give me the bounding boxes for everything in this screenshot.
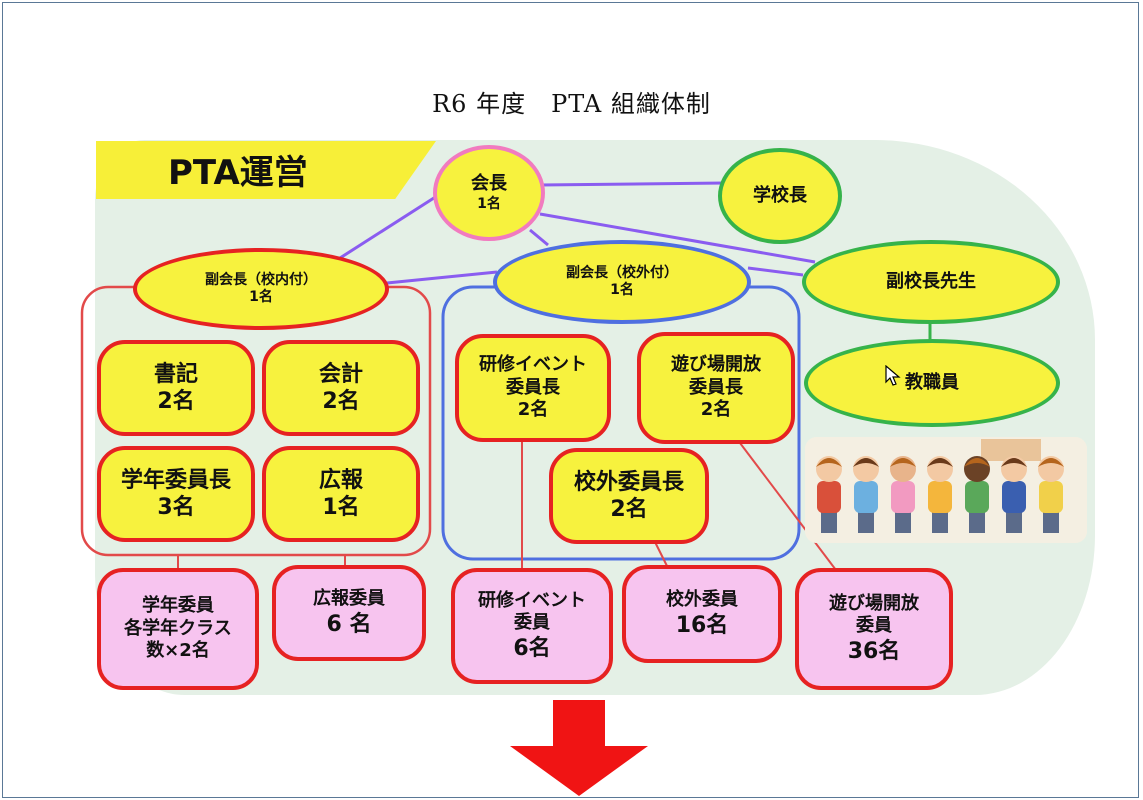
secretary-node: 書記 2名 [97,340,255,436]
link-president-vp-outer [529,228,549,247]
pr-count: 1名 [322,495,360,520]
pr-members-count: 6 名 [326,611,372,637]
child-figure [927,456,953,533]
vp-outer-count: 1名 [610,282,634,298]
grade-chair-count: 3名 [157,495,195,520]
outside-chair-count: 2名 [610,497,648,522]
pr-node: 広報 1名 [262,446,420,542]
vice-principal-label: 副校長先生 [886,270,976,292]
grade-members-count: 数×2名 [146,640,210,662]
child-figure [890,456,916,533]
link-vp-outer-vice-principal [747,266,804,277]
outside-members-node: 校外委員 16名 [622,565,782,663]
playground-members-label: 遊び場開放 [829,592,919,614]
treasurer-count: 2名 [322,389,360,414]
vp-outer-label: 副会長（校外付） [566,264,678,281]
vp-inner-node: 副会長（校内付） 1名 [133,248,389,330]
playground-members-count: 36名 [847,638,901,664]
grade-members-label: 学年委員 [142,595,214,617]
children-illustration [805,437,1087,543]
principal-label: 学校長 [753,184,807,206]
teachers-node: 教職員 [804,339,1060,427]
secretary-label: 書記 [153,361,198,387]
president-label: 会長 [471,173,507,194]
link-president-principal [539,181,726,187]
link-playground-members [739,442,846,583]
grade-chair-node: 学年委員長 3名 [97,446,255,542]
playground-members-label2: 委員 [856,615,892,637]
grade-chair-label: 学年委員長 [120,467,231,493]
link-president-vice-principal [539,212,816,264]
child-figure [816,456,842,533]
vp-inner-label: 副会長（校内付） [205,271,317,288]
pr-members-node: 広報委員 6 名 [272,565,426,661]
vice-principal-node: 副校長先生 [802,240,1060,324]
mouse-cursor-icon [885,365,901,386]
vp-outer-node: 副会長（校外付） 1名 [493,240,751,324]
page-title: R6 年度 PTA 組織体制 [432,90,711,118]
outside-chair-node: 校外委員長 2名 [549,448,709,544]
treasurer-label: 会計 [318,361,363,387]
playground-members-node: 遊び場開放 委員 36名 [795,568,953,690]
training-chair-node: 研修イベント 委員長 2名 [455,334,611,442]
training-chair-label2: 委員長 [506,376,560,398]
child-figure [1038,456,1064,533]
training-members-count: 6名 [513,635,551,661]
grade-members-node: 学年委員 各学年クラス 数×2名 [97,568,259,690]
pr-label: 広報 [318,467,363,493]
training-members-node: 研修イベント 委員 6名 [451,568,613,684]
link-vp-inner-vp-outer [386,270,498,285]
president-count: 1名 [477,195,501,212]
teachers-label: 教職員 [905,371,959,393]
principal-node: 学校長 [718,148,842,244]
playground-chair-label2: 委員長 [689,376,743,398]
training-chair-label: 研修イベント [479,354,587,376]
training-members-label2: 委員 [514,612,550,634]
playground-chair-count: 2名 [700,399,732,421]
outside-members-label: 校外委員 [666,589,738,610]
child-figure [964,456,990,533]
down-arrow-icon [510,700,648,796]
playground-chair-node: 遊び場開放 委員長 2名 [637,332,795,444]
grade-members-label2: 各学年クラス [124,617,232,639]
child-figure [853,456,879,533]
playground-chair-label: 遊び場開放 [671,354,761,376]
child-figure [1001,456,1027,533]
link-president-vp-inner [339,194,438,260]
training-members-label: 研修イベント [478,589,586,611]
pr-members-label: 広報委員 [313,588,385,609]
banner-shape [96,141,436,199]
outside-members-count: 16名 [675,612,729,638]
banner-label: PTA運営 [168,153,308,193]
training-chair-count: 2名 [517,399,549,421]
children-illustration-drawing [805,437,1087,543]
secretary-count: 2名 [157,389,195,414]
treasurer-node: 会計 2名 [262,340,420,436]
outside-chair-label: 校外委員長 [573,469,684,495]
president-node: 会長 1名 [433,145,545,241]
vp-inner-count: 1名 [249,289,273,305]
